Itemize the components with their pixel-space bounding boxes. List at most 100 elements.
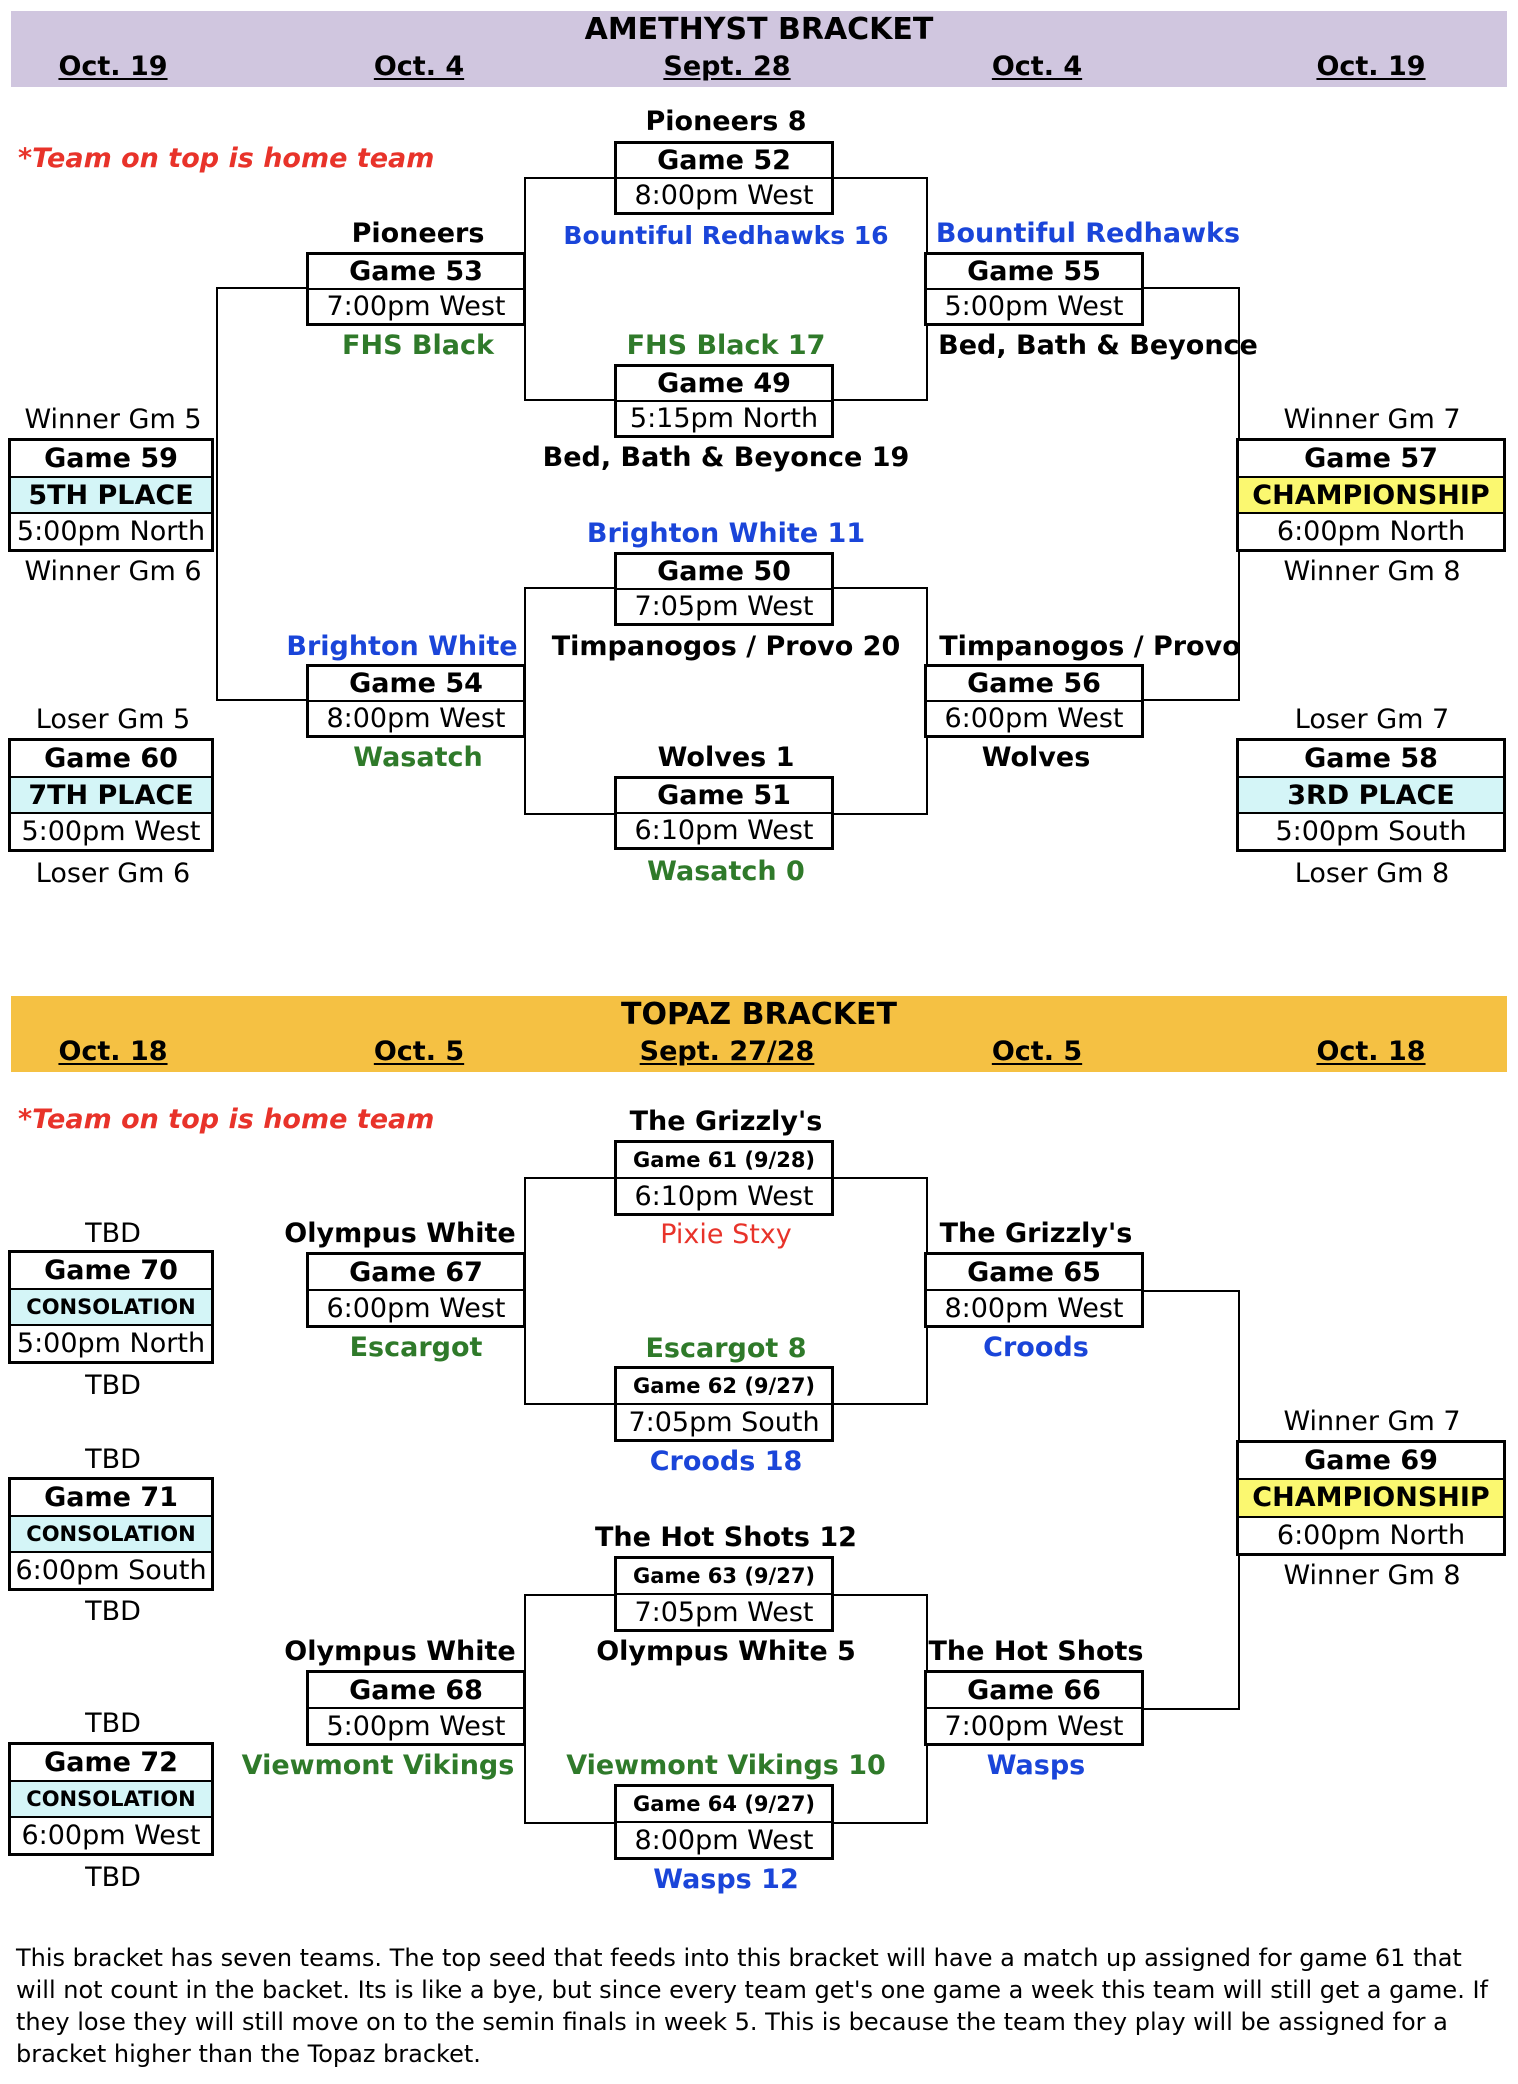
line [832, 813, 928, 815]
g60-box: Game 60 7TH PLACE 5:00pm West [8, 738, 214, 852]
g60-time: 5:00pm West [11, 812, 211, 849]
g71-bottom-label: TBD [85, 1596, 141, 1627]
amethyst-date-1: Oct. 19 [58, 51, 168, 82]
g58-box: Game 58 3RD PLACE 5:00pm South [1236, 738, 1506, 852]
footer-note: This bracket has seven teams. The top se… [16, 1944, 1488, 2068]
g60-bottom-label: Loser Gm 6 [35, 858, 191, 889]
line [1140, 1708, 1240, 1710]
g64-game: Game 64 (9/27) [632, 1792, 816, 1816]
g59-bottom-label: Winner Gm 6 [24, 556, 202, 587]
g61-home-team: The Grizzly's [629, 1106, 823, 1137]
g67-time: 6:00pm West [309, 1289, 523, 1325]
g67-box: Game 67 6:00pm West [306, 1252, 526, 1328]
line [832, 177, 928, 179]
g53-away-team: FHS Black [342, 330, 494, 361]
g65-home-team: The Grizzly's [939, 1218, 1133, 1249]
g70-bottom-label: TBD [85, 1370, 141, 1401]
g58-game: Game 58 [1304, 742, 1438, 774]
g69-game: Game 69 [1304, 1445, 1438, 1477]
g69-place: CHAMPIONSHIP [1239, 1478, 1503, 1516]
line [524, 177, 616, 179]
g57-box: Game 57 CHAMPIONSHIP 6:00pm North [1236, 438, 1506, 552]
line [524, 1403, 616, 1405]
g59-time: 5:00pm North [11, 512, 211, 549]
g56-home-team: Timpanogos / Provo [939, 631, 1241, 662]
g60-game: Game 60 [44, 742, 178, 774]
line [832, 1822, 928, 1824]
g70-box: Game 70 CONSOLATION 5:00pm North [8, 1250, 214, 1364]
g59-game: Game 59 [44, 442, 178, 474]
g71-top-label: TBD [85, 1444, 141, 1475]
line [216, 699, 308, 701]
g62-away-team: Croods 18 [649, 1446, 803, 1477]
g61-time: 6:10pm West [617, 1177, 831, 1213]
topaz-title: TOPAZ BRACKET [620, 997, 898, 1032]
g69-bottom-label: Winner Gm 8 [1283, 1560, 1461, 1591]
g72-bottom-label: TBD [85, 1862, 141, 1893]
g58-bottom-label: Loser Gm 8 [1294, 858, 1450, 889]
g72-time: 6:00pm West [11, 1816, 211, 1853]
g71-box: Game 71 CONSOLATION 6:00pm South [8, 1477, 214, 1591]
g63-box: Game 63 (9/27) 7:05pm West [614, 1556, 834, 1632]
g70-place: CONSOLATION [11, 1287, 211, 1325]
g65-box: Game 65 8:00pm West [924, 1252, 1144, 1328]
line [1238, 1556, 1240, 1709]
g54-away-team: Wasatch [353, 742, 483, 773]
g69-time: 6:00pm North [1239, 1515, 1503, 1553]
g57-top-label: Winner Gm 7 [1283, 404, 1461, 435]
g53-game: Game 53 [349, 256, 483, 287]
g60-place: 7TH PLACE [11, 775, 211, 813]
g69-box: Game 69 CHAMPIONSHIP 6:00pm North [1236, 1440, 1506, 1556]
amethyst-date-3: Sept. 28 [663, 51, 791, 82]
g66-game: Game 66 [967, 1674, 1101, 1706]
g65-away-team: Croods [983, 1332, 1089, 1363]
line [524, 1594, 616, 1596]
line [524, 1177, 616, 1179]
g67-home-team: Olympus White [284, 1218, 516, 1249]
g70-time: 5:00pm North [11, 1324, 211, 1361]
g56-game: Game 56 [967, 668, 1101, 699]
line [524, 1822, 616, 1824]
g49-box: Game 49 5:15pm North [614, 364, 834, 438]
amethyst-title: AMETHYST BRACKET [584, 12, 934, 47]
g55-box: Game 55 5:00pm West [924, 252, 1144, 326]
g54-home-team: Brighton White [286, 631, 518, 662]
g57-game: Game 57 [1304, 442, 1438, 474]
g63-away-team: Olympus White 5 [596, 1636, 856, 1667]
line [524, 587, 616, 589]
g52-home-team: Pioneers 8 [645, 106, 807, 137]
g54-box: Game 54 8:00pm West [306, 664, 526, 738]
g59-top-label: Winner Gm 5 [24, 404, 202, 435]
g69-top-label: Winner Gm 7 [1283, 1406, 1461, 1437]
g56-box: Game 56 6:00pm West [924, 664, 1144, 738]
g64-box: Game 64 (9/27) 8:00pm West [614, 1784, 834, 1860]
g57-time: 6:00pm North [1239, 512, 1503, 549]
g59-place: 5TH PLACE [11, 475, 211, 513]
g52-away-team: Bountiful Redhawks 16 [563, 221, 889, 250]
g52-game: Game 52 [657, 145, 791, 176]
g49-game: Game 49 [657, 368, 791, 399]
g70-game: Game 70 [44, 1254, 178, 1286]
line [524, 399, 616, 401]
line [216, 287, 218, 700]
g51-box: Game 51 6:10pm West [614, 776, 834, 850]
g66-box: Game 66 7:00pm West [924, 1670, 1144, 1746]
g51-game: Game 51 [657, 780, 791, 811]
g58-top-label: Loser Gm 7 [1294, 704, 1450, 735]
topaz-date-1: Oct. 18 [58, 1036, 168, 1067]
g54-game: Game 54 [349, 668, 483, 699]
g51-home-team: Wolves 1 [657, 742, 795, 773]
g63-game: Game 63 (9/27) [632, 1564, 816, 1588]
g68-away-team: Viewmont Vikings [241, 1750, 515, 1781]
line [1238, 1290, 1240, 1440]
g71-place: CONSOLATION [11, 1514, 211, 1552]
g52-box: Game 52 8:00pm West [614, 141, 834, 215]
g70-top-label: TBD [85, 1218, 141, 1249]
line [1140, 1290, 1240, 1292]
g50-away-team: Timpanogos / Provo 20 [551, 631, 901, 662]
g55-home-team: Bountiful Redhawks [935, 218, 1241, 249]
amethyst-date-2: Oct. 4 [373, 51, 465, 82]
g51-away-team: Wasatch 0 [647, 856, 805, 887]
g72-game: Game 72 [44, 1746, 178, 1778]
g50-time: 7:05pm West [617, 588, 831, 623]
